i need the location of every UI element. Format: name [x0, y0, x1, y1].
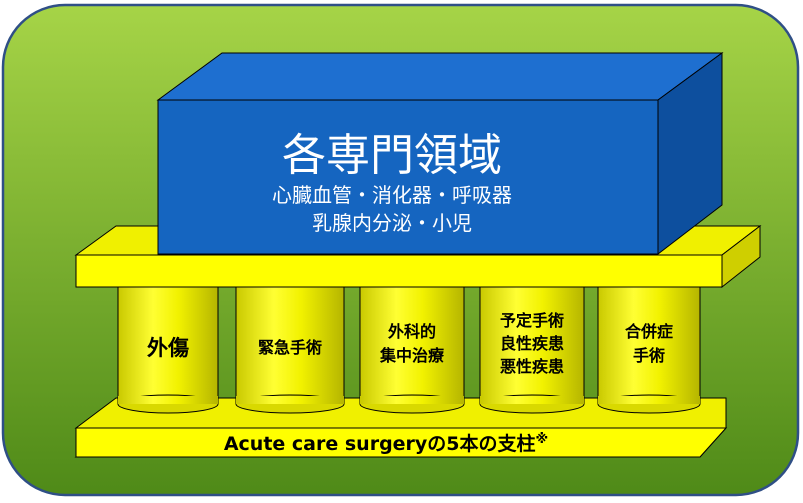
- pillars: [117, 282, 701, 414]
- pillar-5-line-1: 合併症: [625, 322, 673, 341]
- pillar-surgical-icu: [359, 282, 465, 414]
- pillar-4-line-1: 予定手術: [500, 311, 564, 330]
- specialties-title: 各専門領域: [282, 130, 502, 181]
- pillar-5-line-2: 手術: [633, 346, 665, 365]
- pillar-complication-surgery: [597, 282, 701, 414]
- pillar-label-4: 予定手術 良性疾患 悪性疾患: [500, 311, 564, 376]
- pillar-elective-surgery: [479, 282, 585, 414]
- pillar-3-line-2: 集中治療: [379, 346, 445, 365]
- specialties-block: [156, 52, 724, 256]
- pillar-trauma: [117, 282, 219, 414]
- specialties-line-1: 心臓血管・消化器・呼吸器: [272, 183, 512, 207]
- pillar-label-5: 合併症 手術: [625, 322, 673, 365]
- pillar-4-line-2: 良性疾患: [500, 334, 564, 353]
- pillar-emergency-surgery: [235, 282, 345, 414]
- base-label: Acute care surgeryの5本の支柱※: [224, 432, 548, 455]
- base-label-text: Acute care surgeryの5本の支柱: [224, 432, 536, 455]
- pillar-4-line-3: 悪性疾患: [500, 357, 564, 376]
- pillar-label-3: 外科的 集中治療: [379, 322, 445, 365]
- base-note-mark: ※: [536, 432, 549, 447]
- pillar-3-line-1: 外科的: [387, 322, 436, 341]
- pillar-1-line-1: 外傷: [147, 336, 189, 360]
- pillar-label-2: 緊急手術: [258, 338, 322, 357]
- pillar-label-1: 外傷: [147, 336, 189, 360]
- pillar-2-line-1: 緊急手術: [258, 338, 322, 357]
- specialties-line-2: 乳腺内分泌・小児: [312, 211, 472, 235]
